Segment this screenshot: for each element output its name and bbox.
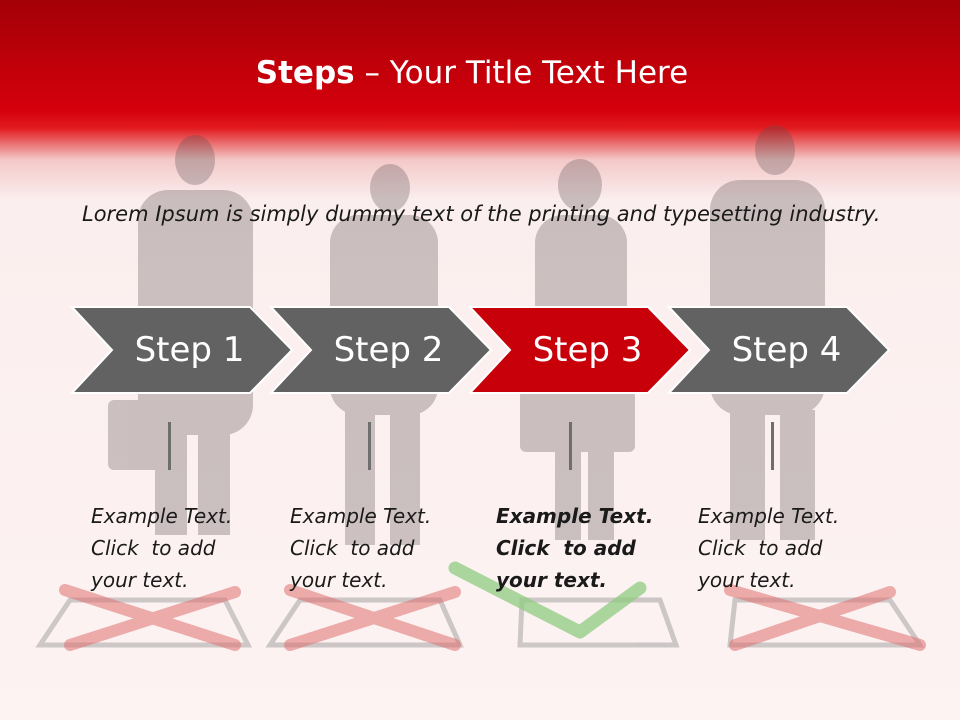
slide-title[interactable]: Steps – Your Title Text Here — [0, 55, 944, 91]
note-line: your text. — [290, 568, 388, 592]
chevron-shape — [70, 306, 294, 394]
step-2-text[interactable]: Example Text. Click to add your text. — [290, 500, 431, 596]
step-1-chevron[interactable]: Step 1 — [70, 305, 295, 395]
step-label: Step 1 — [134, 330, 245, 370]
note-line: Click to add — [698, 536, 823, 560]
note-line: your text. — [698, 568, 796, 592]
note-line: Click to add — [91, 536, 216, 560]
note-line: Example Text. — [290, 504, 432, 528]
title-rest: – Your Title Text Here — [354, 55, 689, 91]
step-4-chevron[interactable]: Step 4 — [667, 305, 892, 395]
step-3-chevron[interactable]: Step 3 — [468, 305, 693, 395]
chevron-shape — [468, 306, 692, 394]
step-label: Step 3 — [532, 330, 643, 370]
chevron-shape — [667, 306, 891, 394]
step-4-text[interactable]: Example Text. Click to add your text. — [698, 500, 839, 596]
chevron-shape — [269, 306, 493, 394]
note-line: your text. — [91, 568, 189, 592]
note-line: Example Text. — [698, 504, 840, 528]
connector-line — [569, 422, 572, 470]
connector-line — [368, 422, 371, 470]
intro-text[interactable]: Lorem Ipsum is simply dummy text of the … — [82, 202, 881, 226]
note-line: Example Text. — [91, 504, 233, 528]
step-1-text[interactable]: Example Text. Click to add your text. — [91, 500, 232, 596]
note-line: Click to add — [496, 536, 636, 560]
step-label: Step 4 — [731, 330, 842, 370]
step-3-text[interactable]: Example Text. Click to add your text. — [496, 500, 653, 596]
connector-line — [168, 422, 171, 470]
step-label: Step 2 — [333, 330, 444, 370]
step-2-chevron[interactable]: Step 2 — [269, 305, 494, 395]
title-bold: Steps — [255, 55, 355, 91]
note-line: Click to add — [290, 536, 415, 560]
connector-line — [771, 422, 774, 470]
note-line: Example Text. — [496, 504, 654, 528]
note-line: your text. — [496, 568, 608, 592]
